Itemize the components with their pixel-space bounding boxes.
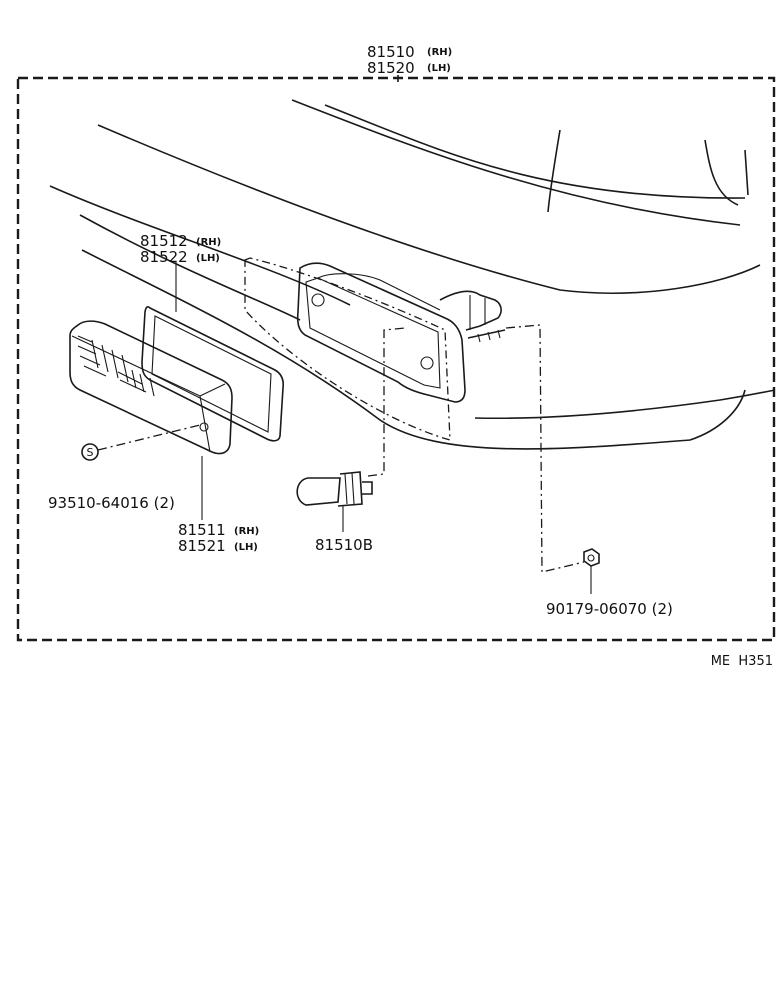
diagram-reference: ME H351 (711, 654, 773, 669)
label-lens-rh-side: (RH) (234, 526, 259, 537)
label-gasket-lh-side: (LH) (196, 253, 220, 264)
label-bulb-code: 81510B (315, 536, 373, 554)
leader-lines (97, 75, 592, 594)
label-gasket-lh-code: 81522 (140, 248, 188, 266)
lamp-housing (296, 262, 506, 403)
label-housing-lh-side: (LH) (427, 63, 451, 74)
label-housing-rh-side: (RH) (427, 47, 452, 58)
screw-marker: S (81, 443, 99, 461)
gasket (141, 306, 285, 442)
label-gasket-rh-side: (RH) (196, 237, 221, 248)
lens (69, 320, 233, 455)
assembly-frame (16, 76, 776, 642)
label-lens-rh-code: 81511 (178, 521, 226, 539)
body-recess-outline (244, 257, 451, 441)
label-nut-code: 90179-06070 (2) (546, 600, 673, 618)
label-lens-lh-code: 81521 (178, 537, 226, 555)
nut (583, 548, 600, 567)
label-screw-code: 93510-64016 (2) (48, 494, 175, 512)
label-gasket-rh-code: 81512 (140, 232, 188, 250)
screw-marker-text: S (87, 446, 94, 459)
label-housing-lh-code: 81520 (367, 59, 415, 77)
bulb (296, 471, 373, 507)
vehicle-body-outline (49, 99, 776, 450)
label-housing-rh-code: 81510 (367, 43, 415, 61)
label-lens-lh-side: (LH) (234, 542, 258, 553)
